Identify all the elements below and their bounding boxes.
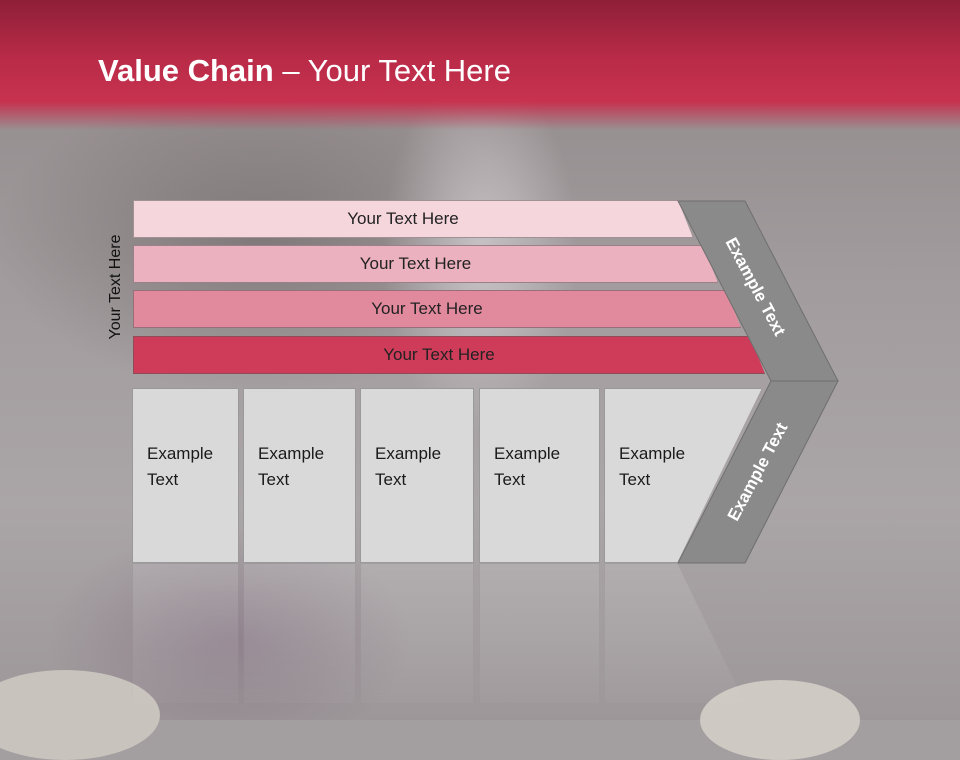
side-label-text: Your Text Here xyxy=(107,234,124,340)
column-4-line1: Example xyxy=(494,444,561,463)
column-3-line1: Example xyxy=(375,444,442,463)
band-3-label: Your Text Here xyxy=(371,299,483,318)
band-1[interactable]: Your Text Here xyxy=(133,200,693,238)
column-1[interactable]: Example Text xyxy=(132,388,239,563)
rock-right xyxy=(700,680,860,760)
column-1-line1: Example xyxy=(147,444,214,463)
column-4-line2: Text xyxy=(494,470,526,489)
column-3[interactable]: Example Text xyxy=(360,388,474,563)
band-4[interactable]: Your Text Here xyxy=(133,336,765,374)
column-1-line2: Text xyxy=(147,470,179,489)
title-bar xyxy=(0,0,960,130)
band-1-label: Your Text Here xyxy=(347,209,459,228)
column-2[interactable]: Example Text xyxy=(243,388,356,563)
column-4[interactable]: Example Text xyxy=(479,388,600,563)
band-2[interactable]: Your Text Here xyxy=(133,245,718,283)
slide-title[interactable]: Value Chain – Your Text Here xyxy=(98,53,511,93)
band-3[interactable]: Your Text Here xyxy=(133,290,741,328)
title-rest: Your Text Here xyxy=(307,53,511,88)
column-5-line2: Text xyxy=(619,470,651,489)
column-5-line1: Example xyxy=(619,444,686,463)
column-2-line1: Example xyxy=(258,444,325,463)
band-2-label: Your Text Here xyxy=(359,254,472,273)
column-3-line2: Text xyxy=(375,470,407,489)
column-2-line2: Text xyxy=(258,470,290,489)
band-4-label: Your Text Here xyxy=(383,345,495,364)
title-separator: – xyxy=(273,53,308,88)
title-bold: Value Chain xyxy=(98,53,274,88)
